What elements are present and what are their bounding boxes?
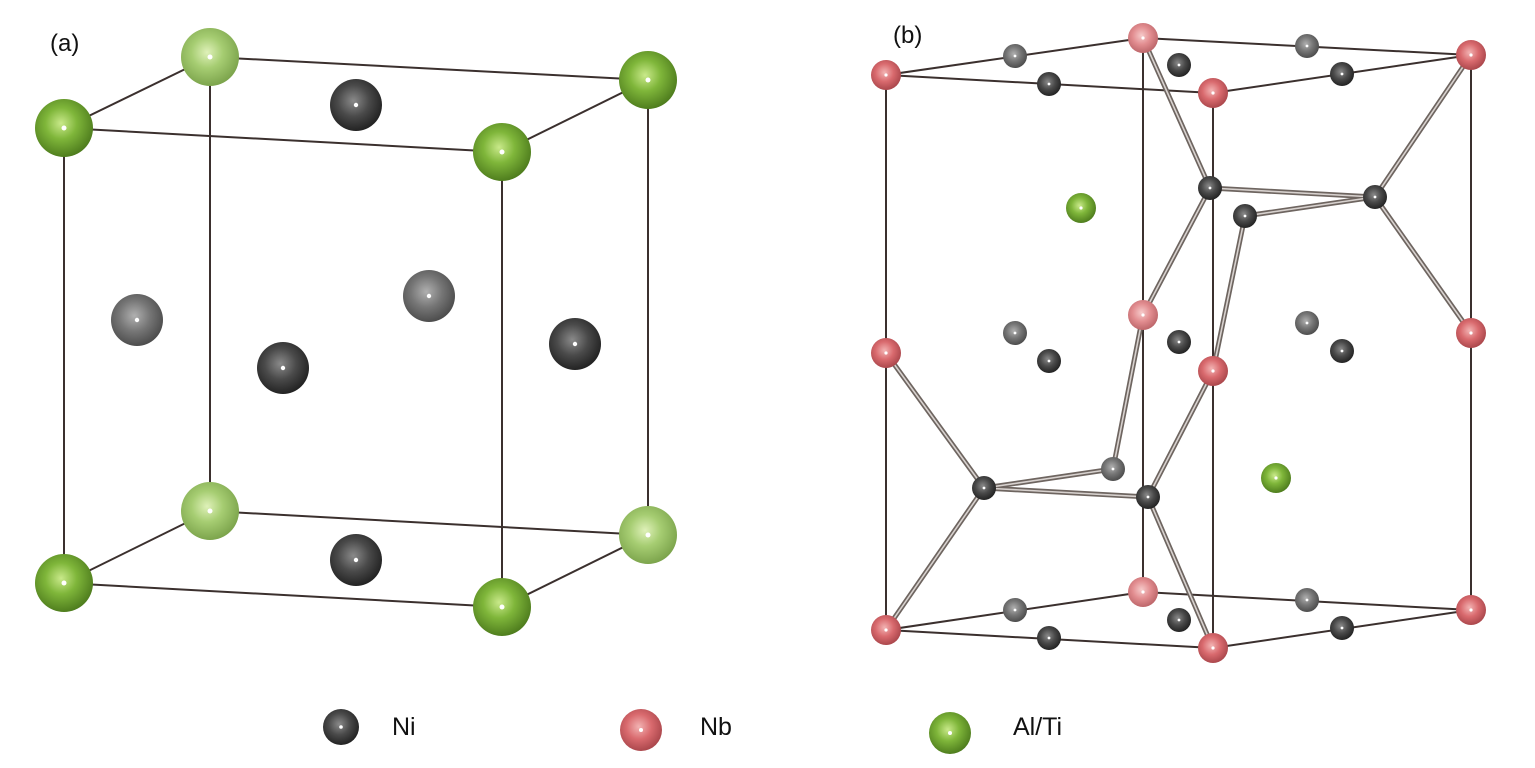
panel-b-unit-cell	[871, 23, 1486, 663]
cell-edge	[63, 582, 503, 608]
legend-nb-label: Nb	[700, 713, 732, 741]
legend-alti-label: Al/Ti	[1013, 713, 1063, 741]
cell-edge	[209, 56, 649, 81]
cell-edge	[63, 127, 503, 153]
panel-b-label: (b)	[893, 22, 923, 49]
panel-a-label: (a)	[50, 30, 80, 57]
legend-ni-label: Ni	[392, 713, 416, 741]
panel-b-bonds	[883, 35, 1474, 651]
panel-a-unit-cell	[35, 28, 677, 636]
panel-a-highlights	[61, 54, 651, 610]
cell-edge	[209, 510, 649, 536]
legend	[323, 709, 971, 754]
panel-a-back-atoms	[111, 28, 677, 586]
panel-b-highlights	[884, 36, 1473, 650]
